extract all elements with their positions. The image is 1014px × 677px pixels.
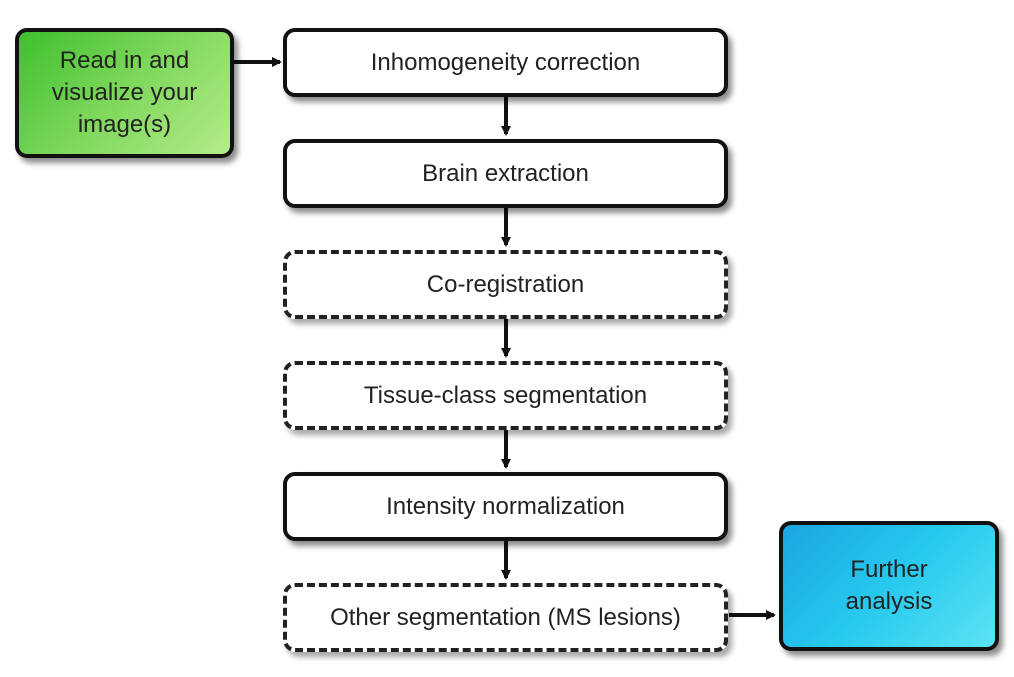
node-inhomogeneity-label: Inhomogeneity correction [370,48,641,76]
node-other-segmentation: Other segmentation (MS lesions) [283,583,728,652]
node-tissue-class-label: Tissue-class segmentation [363,381,648,409]
node-further-analysis: Further analysis [779,521,999,651]
node-coregistration-label: Co-registration [426,270,585,298]
node-read-in: Read in and visualize your image(s) [15,28,234,158]
node-coregistration: Co-registration [283,250,728,319]
node-brain-extraction: Brain extraction [283,139,728,208]
node-intensity-norm-label: Intensity normalization [386,492,625,520]
node-read-in-label: Read in and visualize your image(s) [51,47,198,138]
node-further-analysis-label: Further analysis [845,556,933,615]
node-brain-extraction-label: Brain extraction [422,159,589,187]
node-inhomogeneity-correction: Inhomogeneity correction [283,28,728,97]
node-tissue-class-segmentation: Tissue-class segmentation [283,361,728,430]
node-intensity-normalization: Intensity normalization [283,472,728,541]
node-other-seg-label: Other segmentation (MS lesions) [330,603,681,631]
